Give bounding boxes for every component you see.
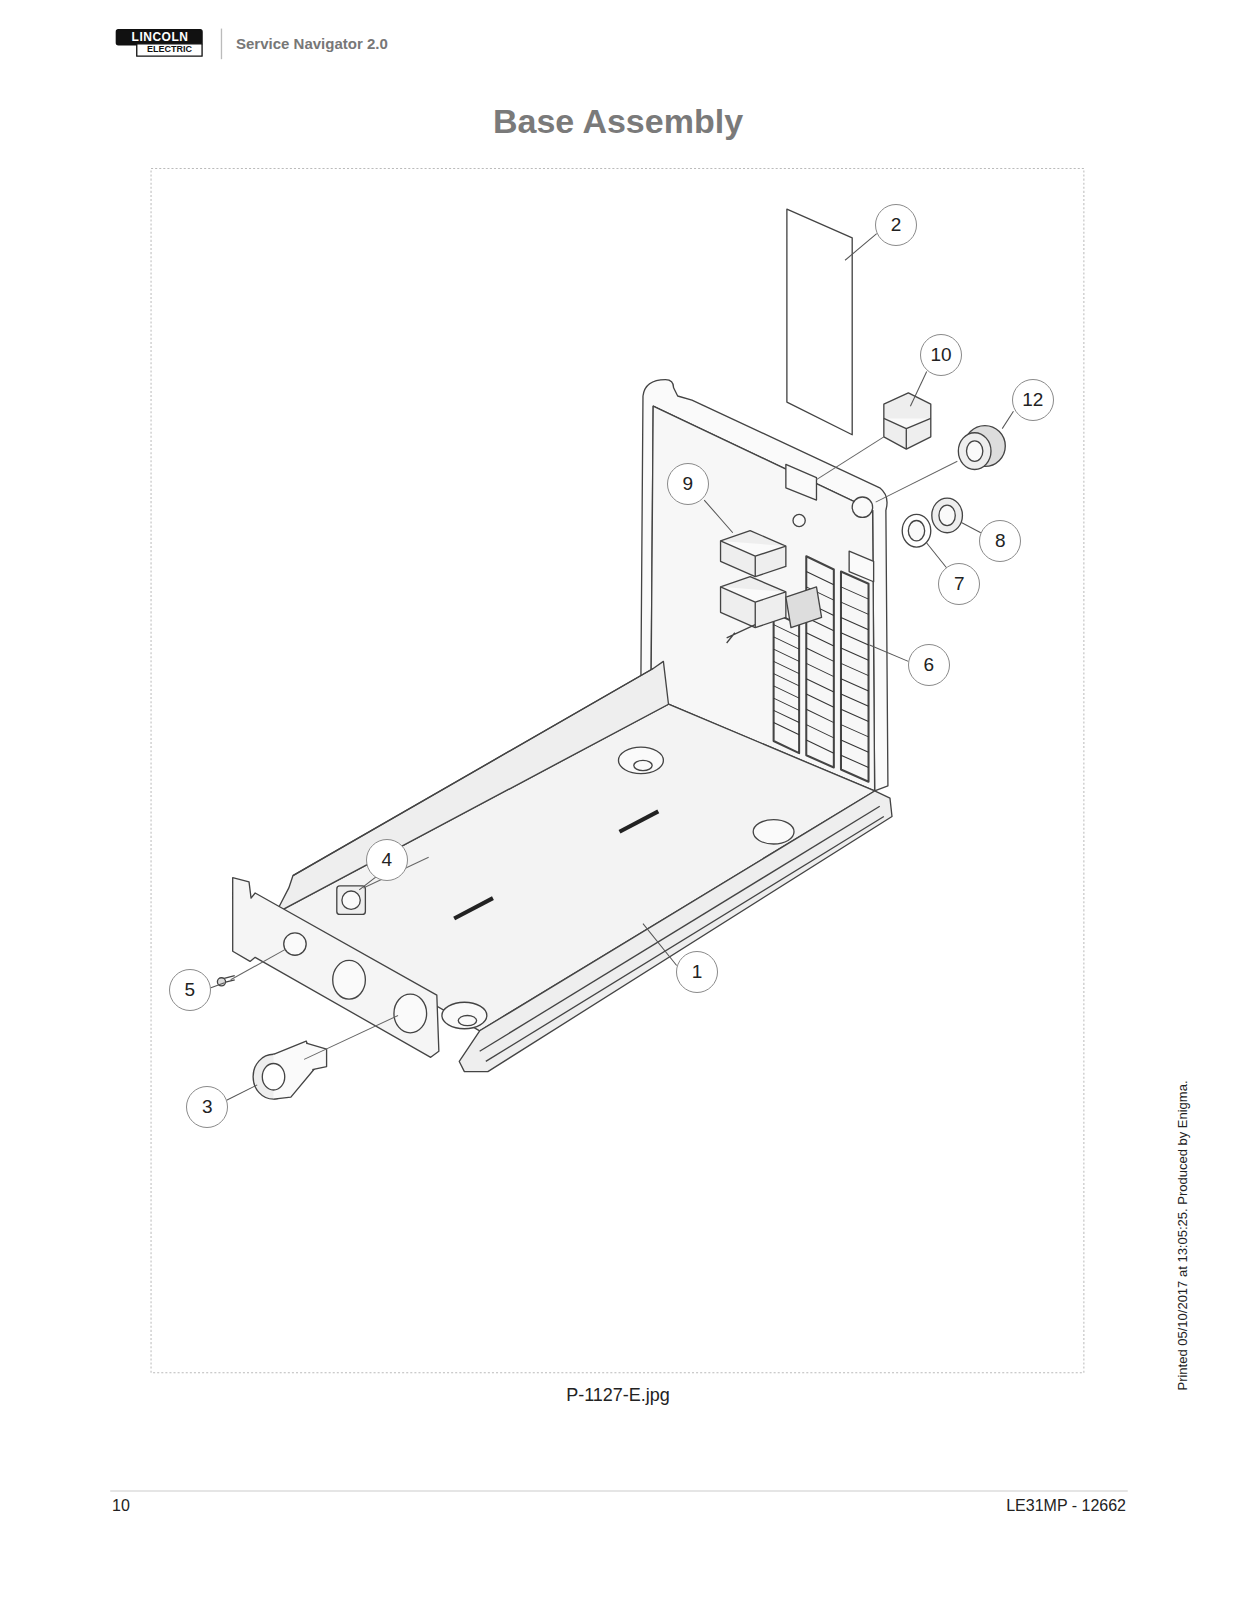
callout-number: 8: [995, 530, 1006, 552]
print-note: Printed 05/10/2017 at 13:05:25. Produced…: [1175, 1036, 1190, 1436]
page-number: 10: [112, 1497, 130, 1515]
callout-circle: 2: [875, 204, 917, 246]
callout-circle: 8: [979, 520, 1021, 562]
callout-circle: 4: [366, 839, 408, 881]
callout-number: 5: [185, 979, 196, 1001]
caption: P-1127-E.jpg: [418, 1385, 818, 1406]
document-code: LE31MP - 12662: [826, 1497, 1126, 1515]
callout-circle: 7: [938, 563, 980, 605]
callout-number: 7: [954, 573, 965, 595]
callout-circle: 12: [1012, 379, 1054, 421]
callout-number: 3: [202, 1096, 213, 1118]
base-drawing: [210, 209, 1013, 1100]
title: Base Assembly: [318, 102, 918, 141]
callout-number: 1: [692, 961, 703, 983]
callout-number: 2: [891, 214, 902, 236]
footer-rule: [110, 1491, 1128, 1492]
frame: [151, 168, 1084, 1372]
logo-text: ELECTRIC: [137, 44, 202, 54]
logo-box: [137, 44, 202, 56]
callout-number: 9: [683, 473, 694, 495]
callout-circle: 1: [676, 951, 718, 993]
logo-text: LINCOLN: [118, 30, 202, 44]
callout-circle: 9: [667, 463, 709, 505]
callout-circle: 10: [920, 334, 962, 376]
callout-number: 12: [1022, 389, 1043, 411]
callout-number: 6: [923, 654, 934, 676]
divider: [221, 29, 222, 60]
callout-circle: 3: [186, 1086, 228, 1128]
callout-number: 10: [930, 344, 951, 366]
leader-lines: [210, 234, 1013, 1100]
callout-circle: 6: [908, 644, 950, 686]
header-text: Service Navigator 2.0: [236, 35, 388, 52]
callout-number: 4: [382, 849, 393, 871]
logo-box: [116, 30, 202, 45]
callout-circle: 5: [169, 969, 211, 1011]
